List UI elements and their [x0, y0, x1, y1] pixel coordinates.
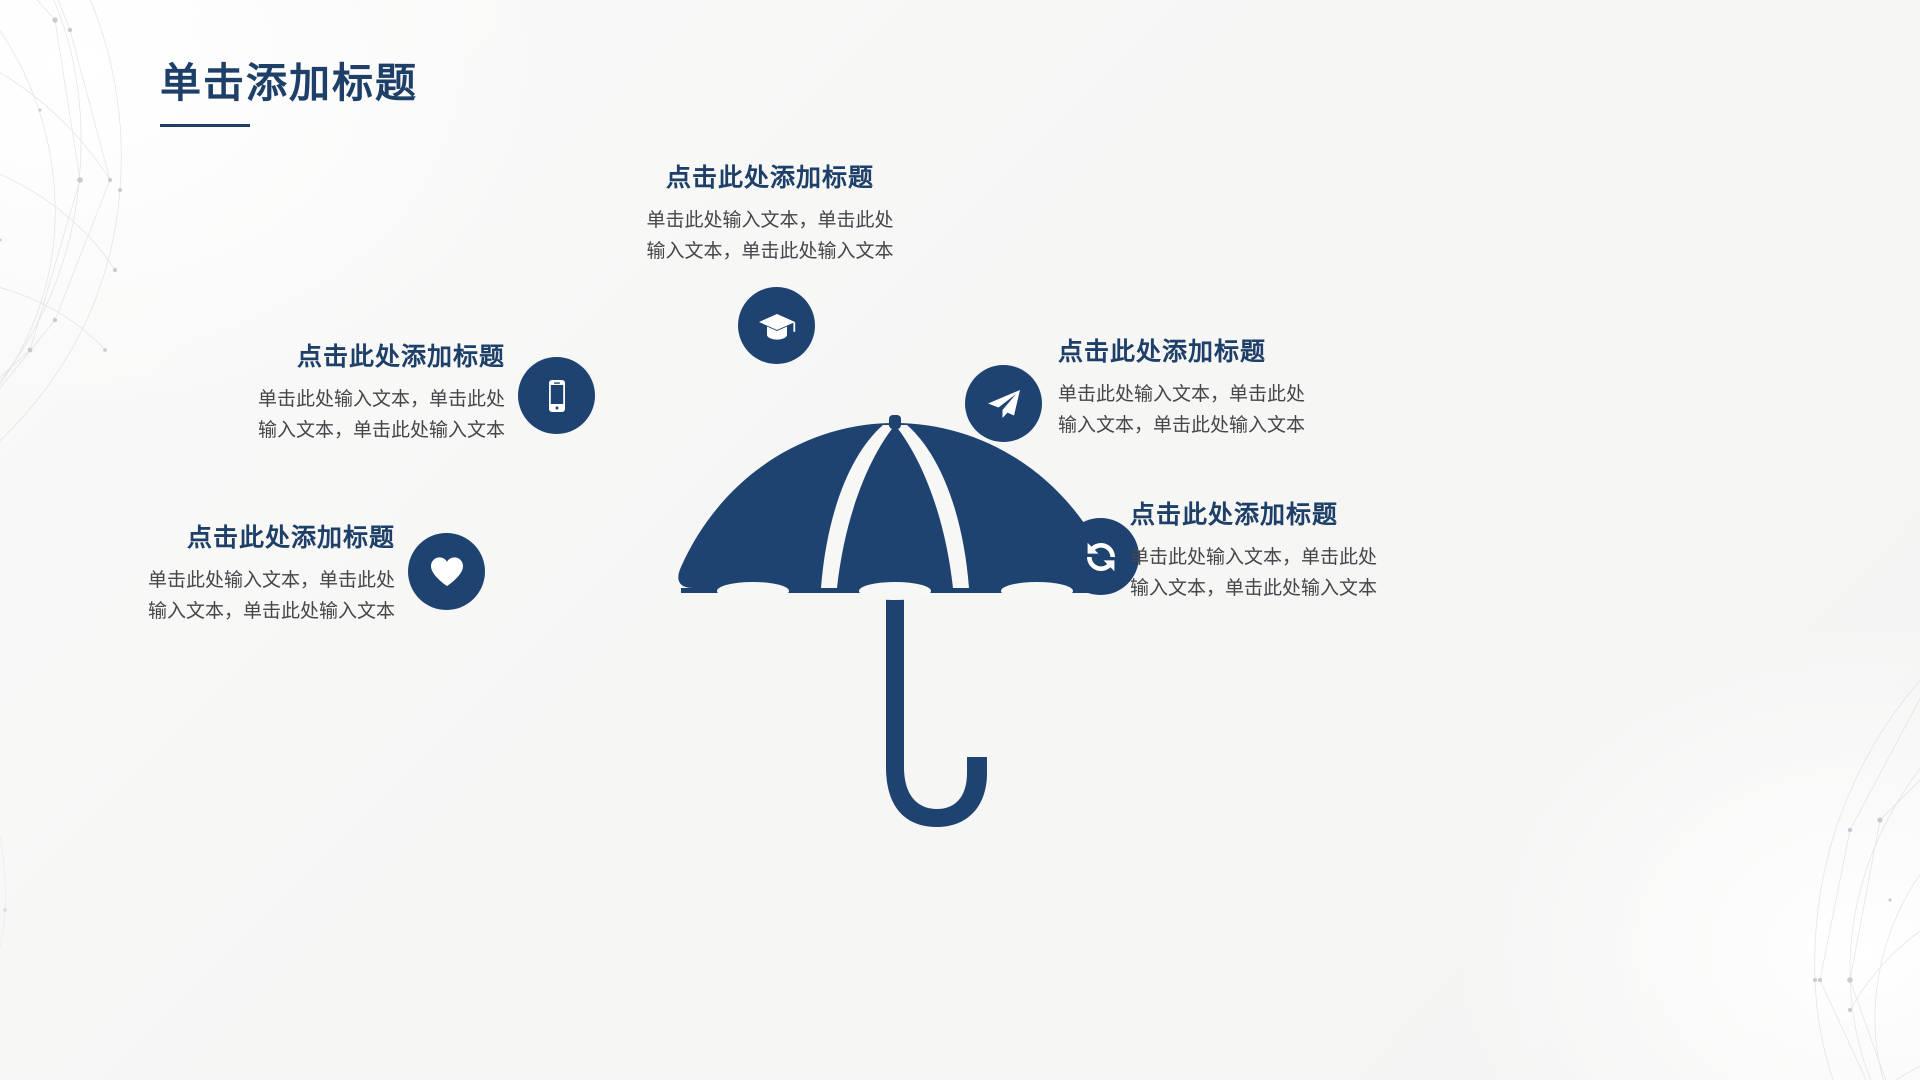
- block-heading: 点击此处添加标题: [296, 343, 505, 371]
- network-decoration-bottom-right: [1813, 679, 1920, 1080]
- content-block-left-lower: 点击此处添加标题 单击此处输入文本，单击此处 输入文本，单击此处输入文本: [60, 523, 395, 627]
- block-body: 单击此处输入文本，单击此处 输入文本，单击此处输入文本: [1130, 542, 1465, 604]
- title-block: 单击添加标题: [160, 60, 418, 128]
- refresh-sync-icon[interactable]: [1062, 518, 1139, 595]
- paper-plane-icon[interactable]: [965, 365, 1042, 442]
- block-body: 单击此处输入文本，单击此处 输入文本，单击此处输入文本: [60, 565, 395, 627]
- block-body-line: 单击此处输入文本，单击此处: [257, 388, 505, 410]
- block-heading: 点击此处添加标题: [1130, 501, 1339, 529]
- page-title: 单击添加标题: [160, 60, 418, 106]
- block-body-line: 输入文本，单击此处输入文本: [1130, 576, 1378, 599]
- block-body-line: 单击此处输入文本，单击此处: [646, 209, 894, 231]
- block-body-line: 单击此处输入文本，单击此处: [1130, 546, 1378, 568]
- block-body-line: 输入文本，单击此处输入文本: [147, 599, 395, 622]
- network-decoration-mid-left: [0, 835, 7, 949]
- smartphone-icon[interactable]: [518, 357, 595, 434]
- content-block-right-lower: 点击此处添加标题 单击此处输入文本，单击此处 输入文本，单击此处输入文本: [1130, 500, 1465, 604]
- block-heading: 点击此处添加标题: [186, 524, 395, 552]
- content-block-left-upper: 点击此处添加标题 单击此处输入文本，单击此处 输入文本，单击此处输入文本: [150, 342, 505, 446]
- block-body-line: 输入文本，单击此处输入文本: [257, 418, 505, 441]
- block-body: 单击此处输入文本，单击此处 输入文本，单击此处输入文本: [1058, 379, 1428, 441]
- paper-plane-glyph: [987, 389, 1020, 418]
- refresh-sync-glyph: [1086, 542, 1115, 571]
- block-heading: 点击此处添加标题: [665, 164, 874, 192]
- graduation-cap-icon[interactable]: [738, 287, 815, 364]
- block-body: 单击此处输入文本，单击此处 输入文本，单击此处输入文本: [560, 205, 980, 267]
- smartphone-glyph: [548, 379, 565, 412]
- heart-icon[interactable]: [408, 533, 485, 610]
- content-block-right-upper: 点击此处添加标题 单击此处输入文本，单击此处 输入文本，单击此处输入文本: [1058, 337, 1428, 441]
- title-underline-accent: [160, 124, 250, 128]
- block-body: 单击此处输入文本，单击此处 输入文本，单击此处输入文本: [150, 384, 505, 446]
- content-block-top: 点击此处添加标题 单击此处输入文本，单击此处 输入文本，单击此处输入文本: [560, 163, 980, 267]
- block-body-line: 单击此处输入文本，单击此处: [147, 569, 395, 591]
- graduation-cap-glyph: [758, 313, 795, 340]
- heart-glyph: [430, 556, 463, 586]
- block-heading: 点击此处添加标题: [1058, 338, 1267, 366]
- umbrella-illustration: [678, 415, 1112, 827]
- block-body-line: 单击此处输入文本，单击此处: [1058, 383, 1306, 405]
- block-body-line: 输入文本，单击此处输入文本: [646, 239, 894, 262]
- block-body-line: 输入文本，单击此处输入文本: [1058, 413, 1306, 436]
